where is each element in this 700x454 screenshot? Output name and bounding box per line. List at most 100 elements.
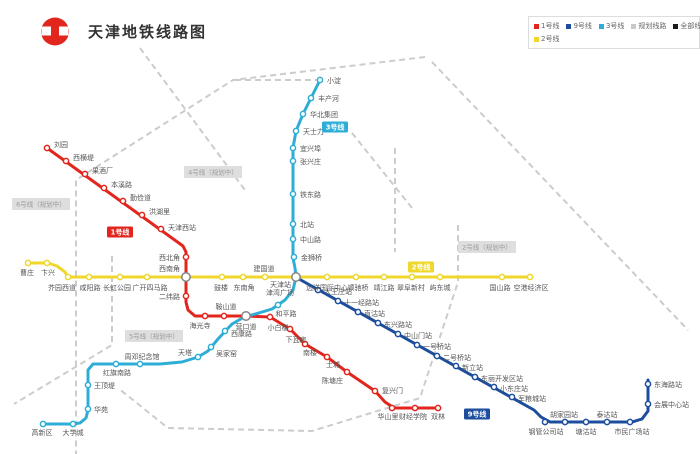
station-dot [307,94,315,102]
station-label: 大王庄站 [324,287,352,296]
station-dot [24,259,32,267]
station-label: 西北角 [159,253,180,262]
station-dot [69,420,77,428]
station-label: 鼓楼 [214,283,228,292]
station-dot [194,353,202,361]
station-label: 钢管公司站 [529,427,564,436]
station-label: 翠阜新村 [397,283,425,292]
station-dot [100,184,108,192]
station-label: 二号桥站 [443,353,471,362]
planned-line-3 [13,256,113,405]
legend-swatch [673,23,679,29]
station-label: 十一经路站 [344,298,379,307]
legend-label: 全部线路 [680,22,700,30]
station-dot [374,319,382,327]
station-dot [221,327,229,335]
planned-badge-label: 4号线（规划中） [188,168,238,177]
station-label: 华苑 [94,405,108,414]
station-label: 吴家窑 [216,349,237,358]
station-label: 中山门站 [404,331,432,340]
legend-item-0-3[interactable]: 规划线路 [631,21,666,31]
station-dot [323,273,331,281]
station-label: 天塔 [178,348,192,357]
station-label: 西康路 [231,329,252,338]
planned-line-badge [458,241,516,253]
legend-swatch [631,23,637,29]
station-dot [471,373,479,381]
station-dot [116,273,124,281]
interchange-dot [291,272,301,282]
station-label: 东南角 [234,283,255,292]
station-label: 东兴路站 [384,320,412,329]
station-label: 勤俭道 [130,193,151,202]
station-label: 东海路站 [654,380,682,389]
station-dot [62,157,70,165]
line-badge-label: 2号线 [412,263,431,272]
line-badge-label: 1号线 [111,228,130,237]
station-dot [182,253,190,261]
station-label: 塘沽站 [576,427,597,436]
station-label: 军粮城站 [518,394,546,403]
station-label: 下瓦房 [286,335,307,344]
station-label: 西横堤 [73,153,94,162]
planned-line-6 [351,132,413,209]
station-dot [352,273,360,281]
legend-label: 3号线 [605,22,625,30]
interchange-dot [241,311,251,321]
legend-item-0-4[interactable]: 全部线路 [673,21,700,31]
station-label: 一号桥站 [423,342,451,351]
station-dot [433,352,441,360]
legend-label: 2号线 [541,35,560,43]
station-dot [289,190,297,198]
legend-item-0-1[interactable]: 9号线 [566,21,592,31]
station-dot [644,380,652,388]
station-dot [289,235,297,243]
station-dot [136,360,144,368]
legend-item-0-2[interactable]: 3号线 [598,21,625,31]
station-label: 海光寺 [190,321,211,330]
station-label: 广开四马路 [133,283,168,292]
station-label: 高新区 [32,428,53,437]
station-dot [388,404,396,412]
legend-swatch [534,36,539,42]
planned-line-badge [12,198,70,210]
planned-badge-label: 6号线（规划中） [16,200,66,209]
planned-line-5 [117,225,459,433]
station-label: 天津西站 [168,223,196,232]
station-dot [334,297,342,305]
station-dot [292,127,300,135]
station-dot [371,387,379,395]
station-label: 王顶堤 [94,381,115,390]
station-dot [314,286,322,294]
station-dot [582,418,590,426]
line-badge-label: 3号线 [326,123,345,132]
station-label: 华山里 [378,412,399,421]
station-dot [289,157,297,165]
station-dot [112,360,120,368]
station-label: 二纬路 [159,292,180,301]
station-dot [644,400,652,408]
station-dot [394,330,402,338]
station-label: 胡家园站 [550,410,578,419]
station-label: 复兴门 [382,386,403,395]
station-dot [299,110,307,118]
station-dot [289,220,297,228]
station-label: 天津站 [270,280,291,289]
legend-item-1-0[interactable]: 2号线 [534,34,559,44]
legend-item-0-0[interactable]: 1号线 [534,21,559,31]
station-label: 铁东路 [300,190,321,199]
station-dot [380,273,388,281]
station-label: 泰达站 [597,410,618,419]
legend-swatch [534,23,539,29]
station-label: 华北集团 [310,110,338,119]
station-dot [354,308,362,316]
station-dot [408,273,416,281]
station-label: 市民广场站 [615,427,650,436]
planned-line-badge [125,330,183,342]
station-dot [201,312,209,320]
station-dot [182,292,190,300]
station-dot [64,273,72,281]
